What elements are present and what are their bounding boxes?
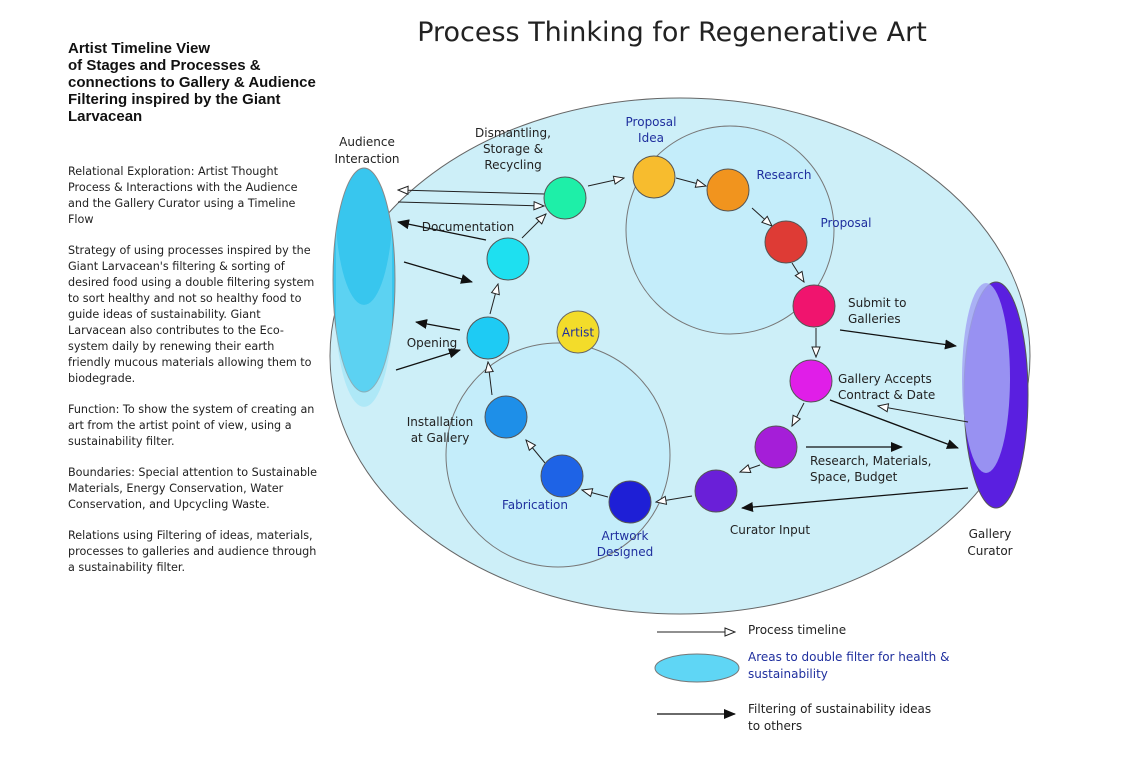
stage-node-research — [706, 168, 750, 212]
legend-label-open-arrow: Process timeline — [748, 623, 846, 637]
timeline-arrow — [526, 440, 546, 464]
timeline-arrow — [675, 177, 706, 186]
stage-node-curator-input — [694, 469, 738, 513]
timeline-arrow — [792, 402, 805, 426]
sidebar-paragraph-function: Function: To show the system of creating… — [68, 403, 315, 448]
timeline-arrow — [878, 406, 969, 423]
timeline-arrow — [751, 207, 772, 226]
filtering-arrow — [829, 399, 959, 449]
stage-node-dismantling — [543, 176, 587, 220]
stage-node-opening — [466, 316, 510, 360]
timeline-arrow — [398, 190, 546, 194]
stage-label-opening: Opening — [407, 336, 458, 350]
timeline-arrow — [740, 465, 761, 472]
stage-label-dismantling: Dismantling,Storage &Recycling — [475, 126, 551, 172]
sidebar-paragraph-strategy: Strategy of using processes inspired by … — [68, 244, 315, 385]
stage-node-gallery-accepts — [789, 359, 833, 403]
filtering-arrow — [397, 219, 487, 241]
sidebar-heading-line: connections to Gallery & Audience — [68, 74, 316, 91]
legend-label-ellipse: Areas to double filter for health &susta… — [748, 650, 949, 681]
stage-label-research: Research — [756, 168, 811, 182]
timeline-arrow — [656, 495, 693, 502]
timeline-arrow — [582, 490, 609, 498]
stage-label-documentation: Documentation — [422, 220, 515, 234]
artist-label: Artist — [562, 326, 594, 340]
filtering-arrow — [395, 348, 461, 371]
sidebar-paragraph-boundaries: Boundaries: Special attention to Sustain… — [68, 466, 318, 511]
stage-node-research-materials — [754, 425, 798, 469]
stage-label-research-materials: Research, Materials,Space, Budget — [810, 454, 932, 484]
sidebar-heading-line: of Stages and Processes & — [68, 57, 261, 74]
audience-filter-ellipse — [332, 167, 396, 393]
sidebar-heading: Artist Timeline View of Stages and Proce… — [68, 40, 368, 125]
stage-node-installation — [484, 395, 528, 439]
upper-filter-circle — [625, 125, 835, 335]
sidebar-description: Relational Exploration: Artist Thought P… — [68, 164, 318, 591]
process-timeline-arrows — [397, 177, 969, 502]
timeline-arrow — [587, 178, 624, 187]
sidebar-heading-line: Filtering inspired by the Giant — [68, 91, 281, 108]
diagram-title: Process Thinking for Regenerative Art — [417, 17, 927, 48]
sidebar-paragraph-relations: Relations using Filtering of ideas, mate… — [68, 529, 317, 574]
timeline-arrow — [397, 202, 544, 206]
sidebar-paragraph-relational: Relational Exploration: Artist Thought P… — [68, 165, 298, 226]
stage-node-artwork-designed — [608, 480, 652, 524]
timeline-arrow — [488, 362, 492, 396]
stage-node-documentation — [486, 237, 530, 281]
sidebar-heading-line: Artist Timeline View — [68, 40, 210, 57]
filtering-arrow — [741, 487, 969, 513]
filtering-arrows — [395, 219, 969, 513]
stage-node-submit-to-galleries — [792, 284, 836, 328]
legend-filter-ellipse-icon — [654, 653, 740, 683]
curator-filter-overlay — [962, 283, 1010, 473]
timeline-arrow — [521, 214, 546, 239]
stage-circles — [466, 155, 836, 524]
stage-node-proposal-idea — [632, 155, 676, 199]
audience-filter-overlay — [336, 228, 392, 407]
filtering-arrow — [403, 261, 473, 284]
stage-label-curator-input: Curator Input — [730, 523, 810, 537]
timeline-arrow — [489, 284, 498, 315]
sidebar-heading-line: Larvacean — [68, 108, 143, 125]
filtering-arrow — [415, 319, 461, 331]
stage-label-proposal: Proposal — [821, 216, 872, 230]
artist-node — [556, 310, 600, 354]
stage-node-proposal — [764, 220, 808, 264]
filtering-arrow — [839, 329, 957, 350]
timeline-arrow — [791, 262, 804, 282]
stage-node-fabrication — [540, 454, 584, 498]
stage-label-fabrication: Fabrication — [502, 498, 568, 512]
